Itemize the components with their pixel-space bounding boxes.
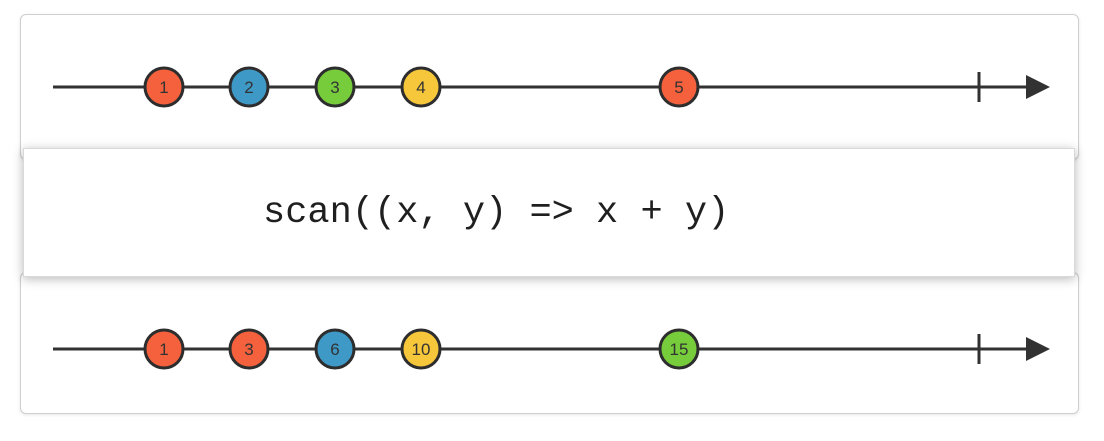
marble-value: 5 bbox=[674, 78, 683, 97]
marble-circle bbox=[658, 328, 700, 370]
marble-circle bbox=[228, 328, 270, 370]
marble-3: 3 bbox=[228, 328, 270, 370]
marble-6: 6 bbox=[314, 328, 356, 370]
marble-2[interactable]: 2 bbox=[228, 66, 270, 108]
marble-1[interactable]: 1 bbox=[143, 66, 185, 108]
marble-10: 10 bbox=[400, 328, 442, 370]
marble-value: 6 bbox=[330, 340, 339, 359]
operator-label: scan((x, y) => x + y) bbox=[263, 191, 730, 234]
timeline-arrow-icon bbox=[1026, 337, 1050, 361]
marble-4[interactable]: 4 bbox=[400, 66, 442, 108]
marble-5[interactable]: 5 bbox=[658, 66, 700, 108]
marble-value: 15 bbox=[670, 340, 689, 359]
marble-circle bbox=[400, 328, 442, 370]
marble-circle[interactable] bbox=[228, 66, 270, 108]
marble-value: 2 bbox=[244, 78, 253, 97]
marble-circle bbox=[314, 328, 356, 370]
timeline-arrow-icon bbox=[1026, 75, 1050, 99]
input-stream-panel: 1 2 3 4 5 bbox=[20, 14, 1079, 160]
marble-value: 3 bbox=[244, 340, 253, 359]
marble-circle[interactable] bbox=[658, 66, 700, 108]
marble-value: 4 bbox=[416, 78, 425, 97]
marble-circle bbox=[143, 328, 185, 370]
marble-value: 10 bbox=[412, 340, 431, 359]
output-stream-panel: 1 3 6 10 15 bbox=[20, 272, 1079, 414]
marble-1: 1 bbox=[143, 328, 185, 370]
marble-value: 1 bbox=[159, 340, 168, 359]
marble-15: 15 bbox=[658, 328, 700, 370]
marble-circle[interactable] bbox=[400, 66, 442, 108]
marble-value: 3 bbox=[330, 78, 339, 97]
output-timeline: 1 3 6 10 15 bbox=[53, 328, 1050, 370]
input-timeline: 1 2 3 4 5 bbox=[53, 66, 1050, 108]
operator-box: scan((x, y) => x + y) bbox=[23, 148, 1075, 277]
marble-value: 1 bbox=[159, 78, 168, 97]
marble-3[interactable]: 3 bbox=[314, 66, 356, 108]
marble-circle[interactable] bbox=[314, 66, 356, 108]
marble-circle[interactable] bbox=[143, 66, 185, 108]
